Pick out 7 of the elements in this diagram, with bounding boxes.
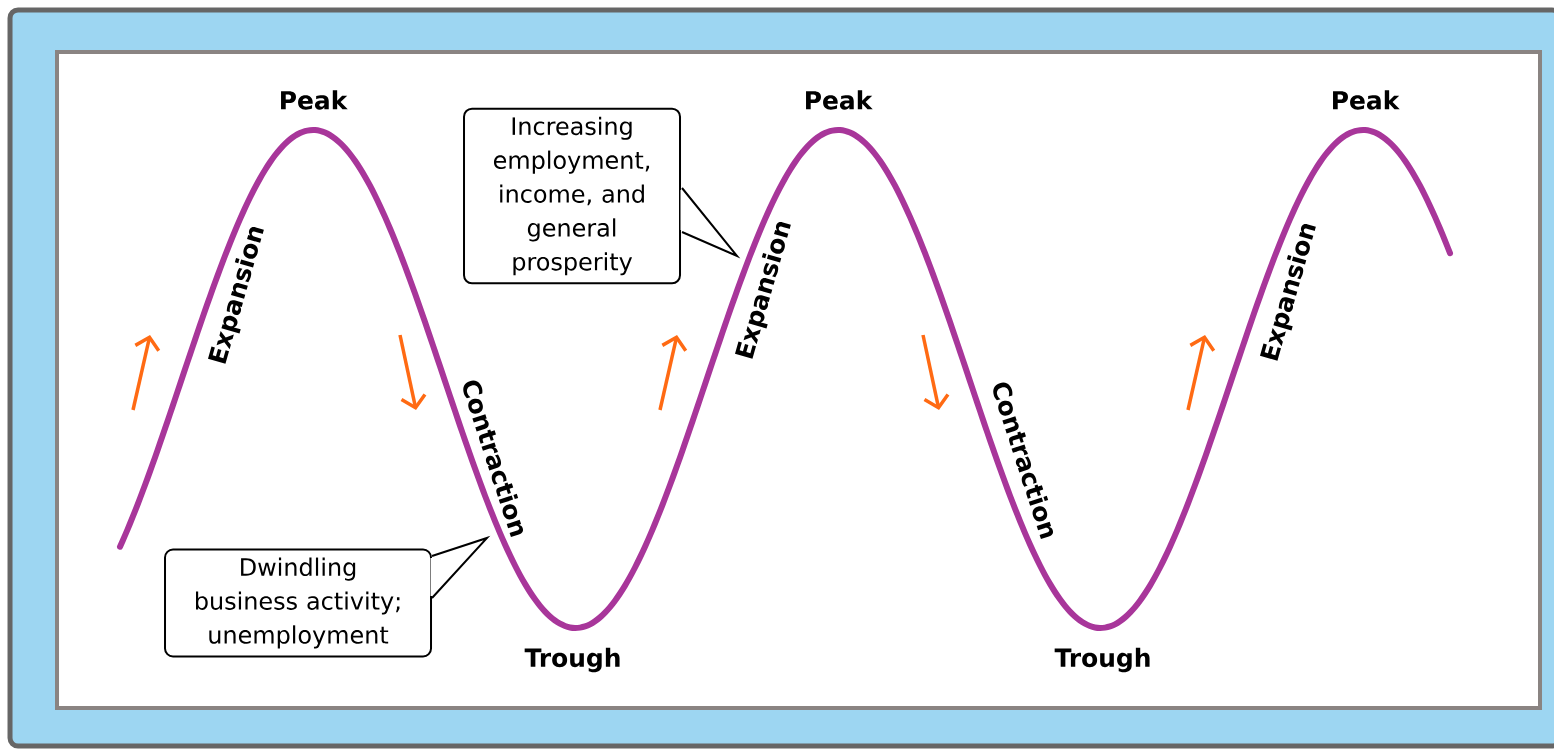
callout-bubble: Increasing employment, income, and general prosperity [463, 107, 741, 285]
stage-label: Peak [281, 90, 348, 110]
stage-label: Trough [1054, 647, 1150, 673]
callout-bubble: Dwindling business activity; unemployment [164, 535, 491, 658]
stage-label: Trough [524, 647, 620, 673]
stage-label: Peak [806, 90, 873, 110]
stage-label: Peak [1333, 90, 1400, 110]
